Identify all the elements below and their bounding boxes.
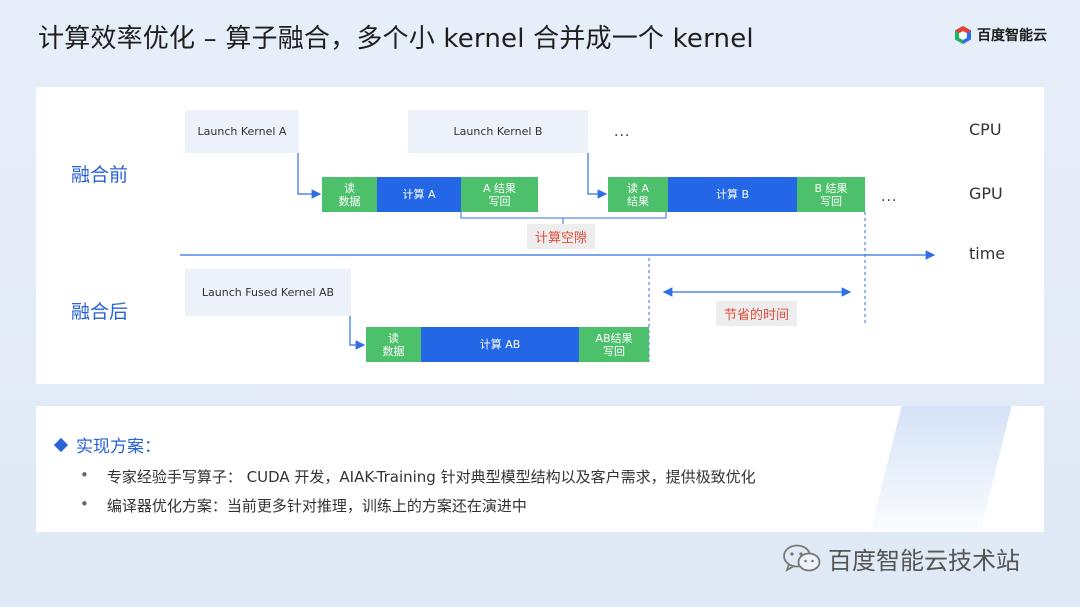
seg-read-data-2: 读 数据 [366, 327, 421, 362]
diamond-bullet-icon [53, 437, 69, 452]
seg-read-a-result: 读 A 结果 [608, 177, 668, 212]
seg-read-data-1: 读 数据 [322, 177, 377, 212]
solution-title: 实现方案： [76, 437, 161, 457]
ellipsis-gpu: ... [881, 189, 898, 205]
gap-bracket [460, 212, 667, 219]
solution-panel [36, 406, 1044, 532]
decorative-stripe [870, 406, 1012, 532]
baidu-cloud-logo-icon [955, 26, 971, 44]
solution-heading: 实现方案： [53, 432, 161, 457]
bullet-text: 编译器优化方案：当前更多针对推理，训练上的方案还在演进中 [106, 497, 527, 515]
label-before-fusion: 融合前 [71, 164, 129, 186]
solution-bullet-2: • 编译器优化方案：当前更多针对推理，训练上的方案还在演进中 [80, 495, 527, 516]
page-title: 计算效率优化 – 算子融合，多个小 kernel 合并成一个 kernel [38, 24, 754, 54]
launch-a-arrow [297, 153, 322, 199]
label-cpu: CPU [969, 120, 1002, 139]
watermark: 百度智能云技术站 [782, 541, 1020, 576]
label-time: time [969, 244, 1006, 263]
launch-b-arrow [587, 153, 608, 199]
saved-time-label: 节省的时间 [716, 301, 798, 326]
wechat-icon [783, 544, 821, 572]
launch-kernel-a: Launch Kernel A [185, 110, 299, 153]
bullet-text: 专家经验手写算子： CUDA 开发，AIAK-Training 针对典型模型结构… [106, 468, 756, 486]
launch-kernel-b: Launch Kernel B [408, 110, 588, 153]
seg-write-b: B 结果 写回 [797, 177, 865, 212]
watermark-text: 百度智能云技术站 [828, 547, 1020, 575]
seg-compute-ab: 计算 AB [421, 327, 579, 362]
ellipsis-cpu: ... [614, 124, 631, 140]
seg-compute-b: 计算 B [668, 177, 797, 212]
bullet-dot-icon: • [80, 495, 89, 513]
seg-write-ab: AB结果 写回 [579, 327, 649, 362]
solution-bullet-1: • 专家经验手写算子： CUDA 开发，AIAK-Training 针对典型模型… [80, 466, 756, 487]
logo-text: 百度智能云 [977, 28, 1047, 44]
label-gpu: GPU [969, 184, 1003, 203]
label-after-fusion: 融合后 [71, 301, 129, 323]
bullet-dot-icon: • [80, 466, 89, 484]
launch-ab-arrow [349, 315, 366, 350]
seg-compute-a: 计算 A [377, 177, 461, 212]
seg-write-a: A 结果 写回 [461, 177, 538, 212]
compute-gap-label: 计算空隙 [527, 224, 596, 249]
brand-logo: 百度智能云 [953, 25, 1047, 45]
launch-fused-kernel-ab: Launch Fused Kernel AB [185, 269, 351, 316]
